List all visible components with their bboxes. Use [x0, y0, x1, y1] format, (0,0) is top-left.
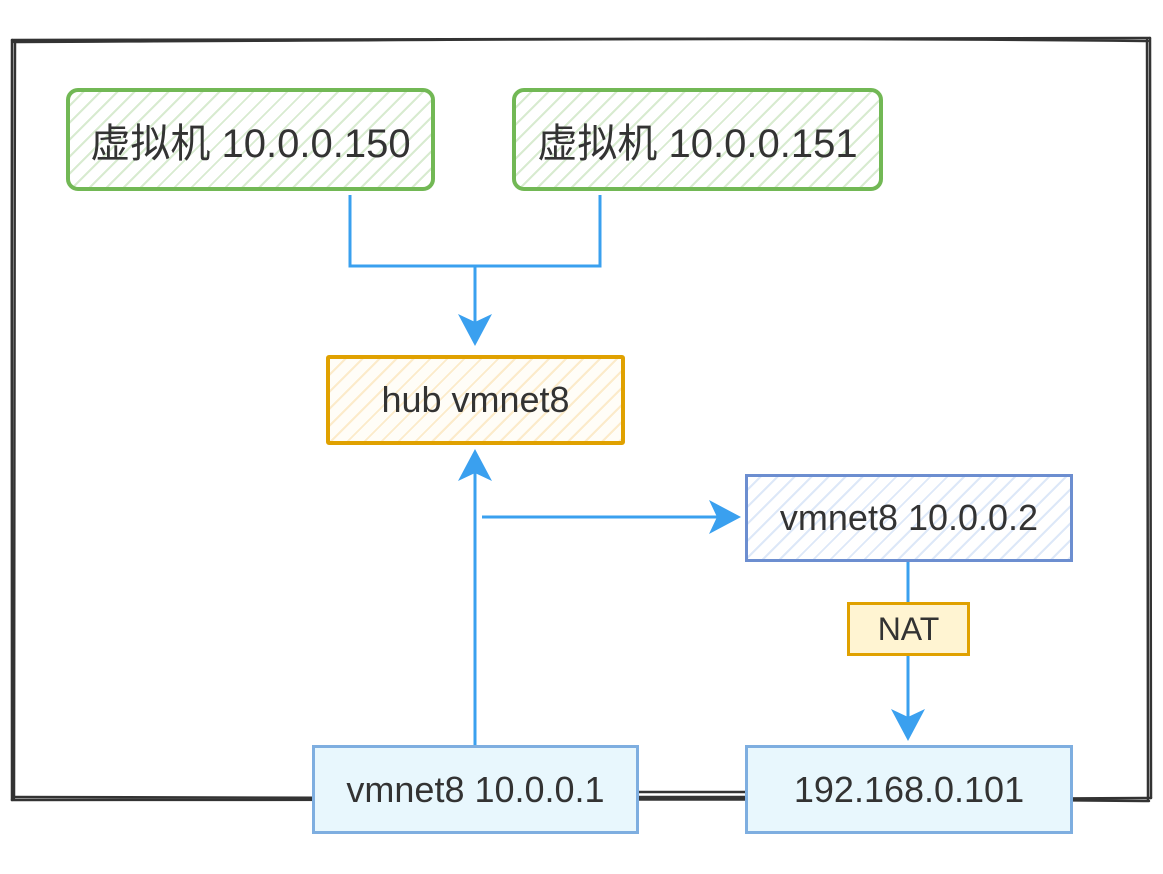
nat-label: NAT	[877, 610, 940, 647]
connector-vm1-hub	[348, 195, 602, 268]
host-adapter-label: vmnet8 10.0.0.1	[346, 768, 605, 810]
vm-node-150: 虚拟机 10.0.0.150	[66, 88, 435, 191]
vm-151-label: 虚拟机 10.0.0.151	[537, 121, 858, 166]
hub-label: hub vmnet8	[381, 379, 570, 420]
hub-node: hub vmnet8	[326, 355, 625, 445]
gateway-node: vmnet8 10.0.0.2	[745, 474, 1073, 562]
host-adapter-node: vmnet8 10.0.0.1	[312, 745, 639, 834]
physical-nic-node: 192.168.0.101	[745, 745, 1073, 834]
physical-nic-label: 192.168.0.101	[793, 768, 1025, 810]
nat-node: NAT	[847, 602, 970, 656]
vm-node-151: 虚拟机 10.0.0.151	[512, 88, 883, 191]
gateway-label: vmnet8 10.0.0.2	[779, 497, 1039, 538]
vm-150-label: 虚拟机 10.0.0.150	[90, 121, 411, 166]
link-host-nic	[638, 790, 746, 799]
